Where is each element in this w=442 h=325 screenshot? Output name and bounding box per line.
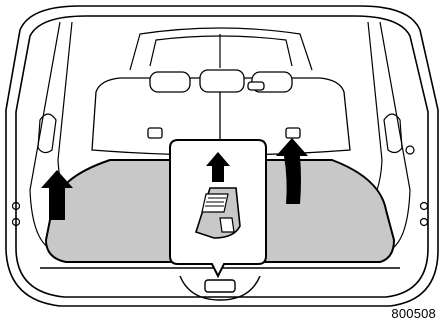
figure-number: 800508 <box>391 306 436 321</box>
handle-callout <box>170 140 266 276</box>
rear-window <box>130 28 312 70</box>
